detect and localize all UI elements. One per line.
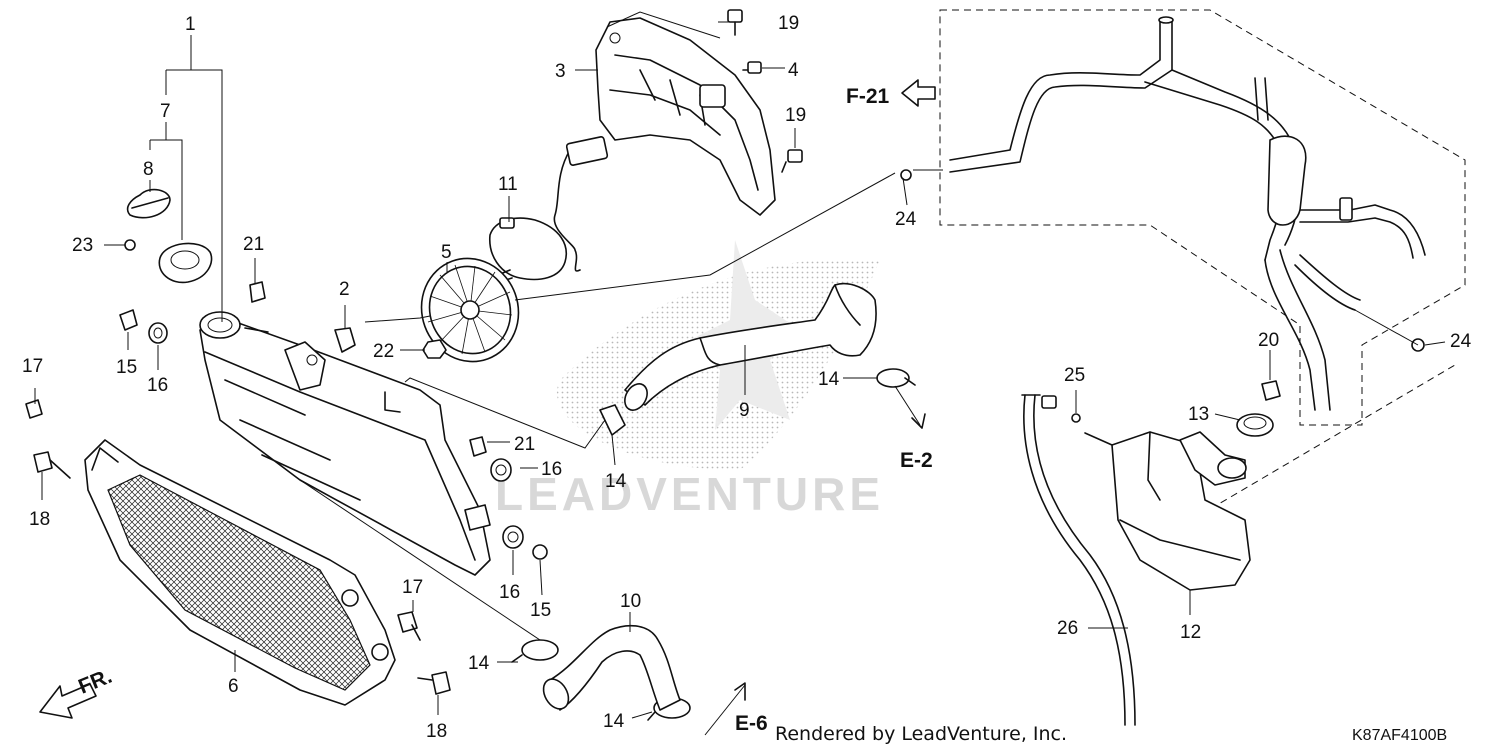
callout-19b: 19 bbox=[785, 105, 806, 126]
callout-5: 5 bbox=[441, 242, 452, 263]
reference-f21-label: F-21 bbox=[846, 85, 890, 108]
callout-17b: 17 bbox=[402, 577, 423, 598]
callout-12: 12 bbox=[1180, 622, 1201, 643]
front-label: FR. bbox=[75, 665, 115, 699]
reservoir-hose-dashed-box bbox=[939, 9, 1466, 426]
callout-18b: 18 bbox=[426, 721, 447, 742]
lower-radiator-hose bbox=[542, 624, 681, 711]
callout-3: 3 bbox=[555, 61, 566, 82]
upper-radiator-hose bbox=[624, 282, 877, 411]
callout-21b: 21 bbox=[514, 434, 535, 455]
callout-15a: 15 bbox=[116, 357, 137, 378]
watermark-text: LEADVENTURE bbox=[495, 468, 884, 520]
callout-16a: 16 bbox=[147, 375, 168, 396]
reference-e2: E-2 bbox=[894, 385, 933, 472]
reservoir-dashed-leader bbox=[1199, 364, 1456, 516]
fan-shroud bbox=[595, 17, 776, 216]
callout-11: 11 bbox=[498, 174, 518, 195]
left-arrow-icon bbox=[901, 79, 936, 107]
reserve-tank bbox=[1084, 431, 1251, 591]
reference-f21: F-21 bbox=[846, 79, 936, 108]
callout-25: 25 bbox=[1064, 365, 1085, 386]
callout-9: 9 bbox=[739, 400, 750, 421]
callout-8: 8 bbox=[143, 159, 154, 180]
callout-14c: 14 bbox=[468, 653, 490, 674]
callout-10: 10 bbox=[620, 591, 641, 612]
callout-14a: 14 bbox=[818, 369, 840, 390]
callout-13: 13 bbox=[1188, 404, 1209, 425]
callout-6: 6 bbox=[228, 676, 239, 697]
callout-15b: 15 bbox=[530, 600, 551, 621]
rendered-by-credit: Rendered by LeadVenture, Inc. bbox=[775, 723, 1067, 745]
radiator bbox=[199, 311, 491, 576]
callout-24a: 24 bbox=[895, 209, 917, 230]
callout-20: 20 bbox=[1258, 330, 1279, 351]
overflow-hose bbox=[1021, 394, 1136, 726]
callout-24b: 24 bbox=[1450, 331, 1472, 352]
leader-lines bbox=[34, 11, 1446, 719]
reference-e6-label: E-6 bbox=[735, 712, 768, 735]
callout-22: 22 bbox=[373, 341, 394, 362]
callout-19a: 19 bbox=[778, 13, 799, 34]
callout-7: 7 bbox=[160, 101, 171, 122]
front-direction-arrow: FR. bbox=[39, 665, 115, 719]
radiator-cap bbox=[126, 188, 213, 284]
callout-1: 1 bbox=[185, 14, 196, 35]
siphon-hose-assembly bbox=[949, 16, 1426, 411]
callout-2: 2 bbox=[339, 279, 350, 300]
callout-17a: 17 bbox=[22, 356, 43, 377]
fan-motor bbox=[489, 136, 609, 283]
callouts: 1 2 3 4 5 6 7 8 9 10 11 12 13 14 14 14 1… bbox=[22, 13, 1472, 742]
callout-4: 4 bbox=[788, 60, 799, 81]
callout-14b: 14 bbox=[605, 471, 627, 492]
fasteners bbox=[25, 9, 1425, 695]
diagram-code: K87AF4100B bbox=[1352, 727, 1447, 744]
radiator-grille bbox=[84, 439, 396, 706]
callout-14d: 14 bbox=[603, 711, 625, 732]
callout-23: 23 bbox=[72, 235, 93, 256]
callout-18a: 18 bbox=[29, 509, 50, 530]
callout-16c: 16 bbox=[499, 582, 520, 603]
reference-e2-label: E-2 bbox=[900, 449, 933, 472]
reference-e6: E-6 bbox=[704, 682, 768, 736]
callout-26: 26 bbox=[1057, 618, 1078, 639]
callout-16b: 16 bbox=[541, 459, 562, 480]
cooling-fan-blade bbox=[420, 257, 520, 363]
callout-21a: 21 bbox=[243, 234, 264, 255]
